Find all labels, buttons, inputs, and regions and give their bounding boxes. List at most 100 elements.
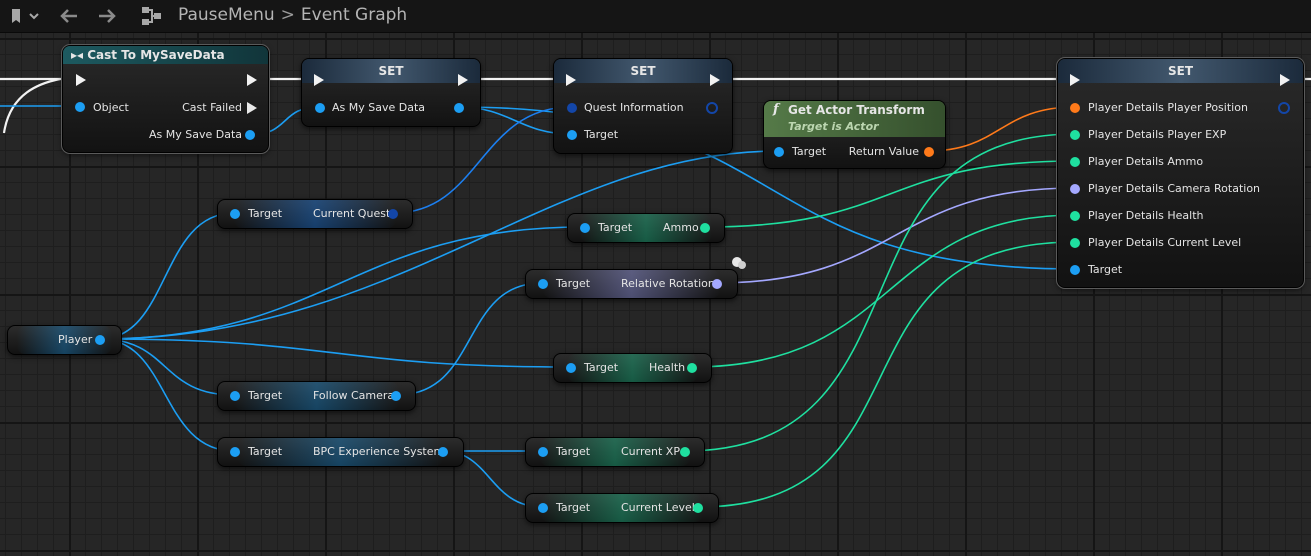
cast-icon: ▸◂ [71, 48, 88, 62]
pin-label: Return Value [848, 145, 919, 158]
set-player-details-node[interactable]: SET Player Details Player Position Playe… [1056, 57, 1305, 289]
bpc-experience-system-getter[interactable]: Target BPC Experience System [217, 437, 464, 467]
current-level-pin[interactable] [1070, 238, 1080, 248]
cast-to-mysavedata-node[interactable]: ▸◂ Cast To MySaveData Object Cast Failed… [61, 44, 270, 154]
node-header: SET [554, 59, 732, 83]
object-wire [99, 338, 235, 452]
pin-label: Target [248, 207, 283, 220]
target-pin[interactable] [538, 447, 548, 457]
object-pin-label: Object [93, 101, 129, 114]
ammo-out-pin[interactable] [700, 223, 710, 233]
player-out-pin[interactable] [95, 335, 105, 345]
pin-label: Target [598, 221, 633, 234]
cast-failed-label: Cast Failed [182, 101, 242, 114]
bpc-experience-out-pin[interactable] [438, 447, 448, 457]
chevron-down-icon[interactable] [26, 0, 42, 32]
pin-label: Player Details Current Level [1088, 236, 1242, 249]
camera-rotation-pin[interactable] [1070, 184, 1080, 194]
target-pin[interactable] [538, 503, 548, 513]
node-accent [233, 200, 397, 228]
relative-rotation-getter[interactable]: Target Relative Rotation [525, 269, 738, 299]
as-mysavedata-in-pin[interactable] [315, 103, 325, 113]
node-accent [540, 438, 690, 466]
target-pin[interactable] [230, 391, 240, 401]
player-details-out-pin[interactable] [1278, 102, 1290, 114]
node-accent [541, 494, 703, 522]
breadcrumb-blueprint[interactable]: PauseMenu [178, 5, 275, 25]
pin-label: Player Details Player EXP [1088, 128, 1227, 141]
exec-in-pin[interactable] [1070, 74, 1080, 86]
current-xp-getter[interactable]: Target Current XP [525, 437, 705, 467]
node-accent [580, 214, 712, 242]
node-header: SET [1058, 59, 1303, 83]
object-wire [99, 212, 235, 340]
exec-out-pin[interactable] [458, 74, 468, 86]
pin-label: Relative Rotation [621, 277, 715, 290]
object-pin[interactable] [75, 102, 85, 112]
target-pin[interactable] [230, 447, 240, 457]
breadcrumb-separator: > [280, 5, 295, 25]
node-accent [542, 270, 721, 298]
player-exp-pin[interactable] [1070, 130, 1080, 140]
current-level-out-pin[interactable] [693, 503, 703, 513]
breadcrumb-graph[interactable]: Event Graph [300, 5, 408, 25]
follow-camera-getter[interactable]: Target Follow Camera [217, 381, 416, 411]
target-pin[interactable] [566, 363, 576, 373]
node-header: ▸◂ Cast To MySaveData [63, 46, 268, 64]
health-out-pin[interactable] [687, 363, 697, 373]
pin-label: Health [649, 361, 686, 374]
health-pin[interactable] [1070, 211, 1080, 221]
node-header: f Get Actor Transform Target is Actor [764, 101, 945, 137]
set-as-mysavedata-node[interactable]: SET As My Save Data [301, 58, 481, 127]
current-quest-getter[interactable]: Target Current Quest [217, 199, 413, 229]
quest-information-in-pin[interactable] [567, 103, 577, 113]
cast-failed-exec-pin[interactable] [247, 102, 257, 114]
get-actor-transform-node[interactable]: f Get Actor Transform Target is Actor Ta… [763, 100, 946, 169]
integer-wire [691, 214, 1076, 368]
exec-wire [2, 77, 61, 134]
pin-label: As My Save Data [332, 101, 426, 114]
follow-camera-out-pin[interactable] [391, 391, 401, 401]
ammo-pin[interactable] [1070, 157, 1080, 167]
comment-bubble-icon[interactable] [731, 255, 747, 269]
target-pin[interactable] [580, 223, 590, 233]
forward-arrow-icon[interactable] [94, 0, 120, 32]
target-pin[interactable] [538, 279, 548, 289]
target-pin[interactable] [230, 209, 240, 219]
exec-out-pin[interactable] [710, 74, 720, 86]
current-xp-out-pin[interactable] [680, 447, 690, 457]
back-arrow-icon[interactable] [56, 0, 82, 32]
player-position-pin[interactable] [1070, 103, 1080, 113]
pin-label: Target [1088, 263, 1123, 276]
exec-in-pin[interactable] [314, 74, 324, 86]
set-quest-information-node[interactable]: SET Quest Information Target [553, 58, 733, 154]
pin-label: Current Level [621, 501, 695, 514]
node-accent [233, 382, 400, 410]
target-pin[interactable] [774, 147, 784, 157]
target-pin[interactable] [567, 130, 577, 140]
target-pin[interactable] [1070, 265, 1080, 275]
as-mysavedata-pin[interactable] [245, 130, 255, 140]
relative-rotation-out-pin[interactable] [712, 279, 722, 289]
object-wire [99, 226, 585, 340]
return-value-pin[interactable] [924, 147, 934, 157]
vector-wire [927, 106, 1076, 152]
current-level-getter[interactable]: Target Current Level [525, 493, 719, 523]
health-getter[interactable]: Target Health [553, 353, 712, 383]
event-graph-canvas[interactable]: ▸◂ Cast To MySaveData Object Cast Failed… [0, 33, 1311, 556]
bookmark-icon[interactable] [6, 0, 26, 32]
exec-in-pin[interactable] [566, 74, 576, 86]
pin-label: Target [556, 501, 591, 514]
exec-out-pin[interactable] [1280, 74, 1290, 86]
pin-label: Quest Information [584, 101, 684, 114]
ammo-getter[interactable]: Target Ammo [567, 213, 725, 243]
as-mysavedata-out-pin[interactable] [454, 103, 464, 113]
exec-in-pin[interactable] [76, 74, 86, 86]
exec-out-pin[interactable] [247, 74, 257, 86]
current-quest-out-pin[interactable] [388, 209, 398, 219]
node-header: SET [302, 59, 480, 83]
pin-label: Target [248, 389, 283, 402]
player-variable-node[interactable]: Player [7, 325, 122, 355]
pin-label: Target [584, 128, 619, 141]
quest-information-out-pin[interactable] [706, 102, 718, 114]
